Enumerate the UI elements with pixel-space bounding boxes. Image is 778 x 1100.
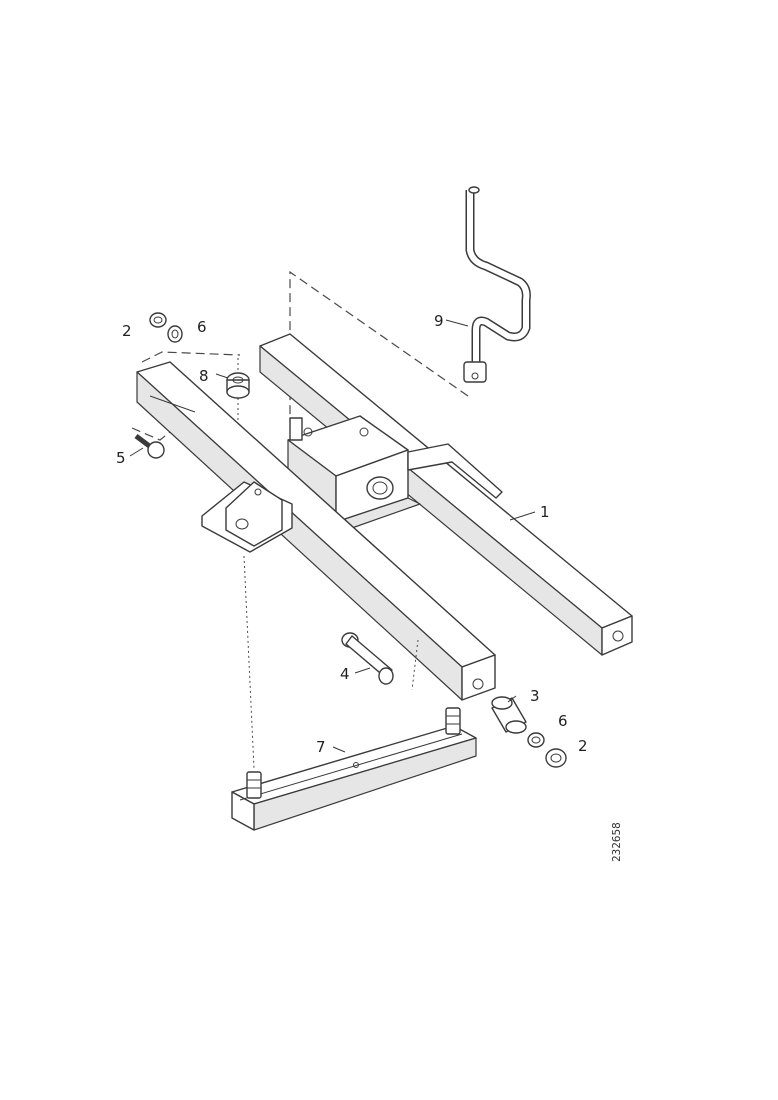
callout-nut-bottom-right: 2 [578,737,588,755]
bushing-washer-nut [491,696,567,768]
callout-washer-top-left: 6 [197,318,207,336]
callout-washer-bottom-right: 6 [558,712,568,730]
callout-nut-top-left: 2 [122,322,132,340]
callout-bushing: 3 [530,687,540,705]
gearbox-housing [287,415,503,529]
frame-front-beam [136,361,496,701]
crank-handle [463,186,531,383]
assembly-line-bracket [243,555,419,769]
callout-crank-handle: 9 [434,312,444,330]
callout-bolt-left: 5 [116,449,126,467]
callout-bolt-center: 4 [340,665,350,683]
leader-lines [129,319,536,753]
mounting-plate [201,481,293,553]
reference-number: 232658 [610,822,623,862]
bolt-left [134,434,165,459]
bracket [231,707,477,831]
bolt-center [341,632,394,685]
callout-nut-upper: 8 [199,367,209,385]
callout-frame: 1 [540,503,550,521]
nut-upper [226,372,250,399]
callout-bracket: 7 [316,738,326,756]
nut-washer-top-left [149,312,183,343]
